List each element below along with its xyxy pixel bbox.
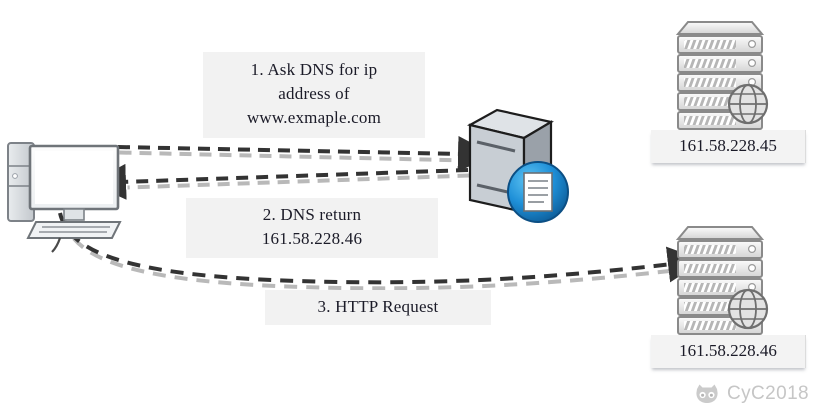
document-badge-icon	[507, 161, 569, 223]
step-3-label: 3. HTTP Request	[265, 290, 491, 326]
watermark-text: CyC2018	[727, 383, 810, 404]
rack-server-icon-top	[675, 21, 769, 130]
watermark: CyC2018	[694, 382, 809, 406]
globe-icon-top	[727, 83, 769, 125]
ip-label-top-server: 161.58.228.45	[651, 130, 806, 163]
ip-label-bottom-server: 161.58.228.46	[651, 335, 806, 368]
step-1-label: 1. Ask DNS for ip address of www.exmaple…	[203, 52, 425, 139]
arrow-step1-ask-dns	[117, 135, 494, 172]
arrow-step1-shadow	[119, 150, 468, 163]
octocat-icon	[696, 384, 718, 403]
arrow-step3-shadow	[62, 218, 679, 291]
globe-icon-bottom	[727, 288, 769, 330]
step-2-label: 2. DNS return 161.58.228.46	[186, 198, 438, 259]
arrow-step2-dns-return	[90, 163, 469, 200]
arrow-step3-http-request	[58, 212, 704, 285]
rack-server-icon-bottom	[675, 226, 769, 335]
arrow-step2-shadow	[127, 173, 470, 190]
